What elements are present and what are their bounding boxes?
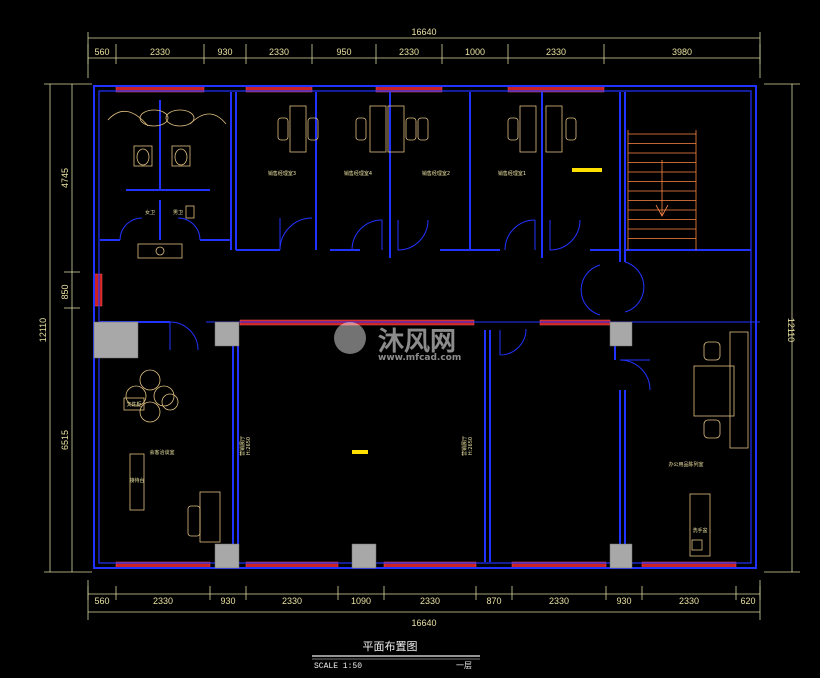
dimension-segment: 2330 [150,47,170,57]
dimension-segment: 930 [220,596,235,606]
cabinet-label: 文件柜 [126,401,141,408]
bottom-segment-dimensions: 560 2330 930 2330 1090 2330 870 2330 930 2330 620 [94,596,755,606]
dimension-segment: 1000 [465,47,485,57]
left-dimension-upper: 4745 [60,168,70,188]
hall-right-label: 营销展厅 [461,436,468,456]
dimension-segment: 2330 [546,47,566,57]
dimension-segment: 2330 [282,596,302,606]
dimension-segment: 2330 [549,596,569,606]
meeting-furniture [689,331,749,557]
hall-left-height: H:2650 [246,437,252,455]
sink-label: 洗手盆 [692,527,707,534]
dimension-lines [44,32,800,620]
left-total-dimension: 12110 [38,318,48,342]
toilet-male-label: 男卫 [173,210,183,216]
watermark-brand: 沐风网 [378,327,456,357]
top-dimension-ticks [87,44,761,64]
office-1-label: 销售经理室1 [498,170,526,177]
hall-right-height: H:2650 [468,437,474,455]
left-dimension-corridor: 850 [60,284,70,299]
bottom-total-dimension: 16640 [411,618,436,628]
title-block: 平面布置图 SCALE 1:50 一层 [312,640,480,671]
dimension-segment: 3980 [672,47,692,57]
dimension-segment: 560 [94,47,109,57]
structural-columns [93,321,633,569]
toilet-fixtures [107,109,227,259]
reception-table-label: 接待台 [129,477,144,484]
office-2-label: 销售经理室2 [422,170,450,177]
dimension-segment: 2330 [153,596,173,606]
dimension-segment: 620 [740,596,755,606]
dimension-segment: 2330 [399,47,419,57]
left-dimension-lower: 6515 [60,430,70,450]
dimension-segment: 870 [486,596,501,606]
dimension-segment: 930 [217,47,232,57]
lounge-furniture [123,369,221,543]
drawing-floor: 一层 [456,661,472,671]
dimension-segment: 950 [336,47,351,57]
watermark: 沐风网 www.mfcad.com [334,322,461,363]
toilet-female-label: 女卫 [145,209,155,216]
hall-left-label: 营销展厅 [239,436,246,456]
dimension-segment: 1090 [351,596,371,606]
office-furniture [277,105,577,153]
bottom-dimension-ticks [87,586,761,600]
reception-label: 会客洽谈室 [149,449,174,456]
drawing-scale: SCALE 1:50 [314,662,362,671]
office-4-label: 销售经理室4 [344,170,372,177]
drawing-title: 平面布置图 [363,640,418,653]
highlight-bar-upper [572,168,602,172]
highlight-bar-hall [352,450,368,454]
dimension-segment: 2330 [679,596,699,606]
meeting-room-label: 办公用品陈列室 [668,461,703,468]
dimension-segment: 2330 [420,596,440,606]
office-3-label: 销售经理室3 [268,170,296,177]
dimension-segment: 2330 [269,47,289,57]
dimension-segment: 930 [616,596,631,606]
door-swings [119,217,651,391]
dimension-segment: 560 [94,596,109,606]
top-total-dimension: 16640 [411,27,436,37]
watermark-url: www.mfcad.com [378,353,461,363]
watermark-logo-icon [334,322,366,354]
staircase [627,130,697,250]
right-total-dimension: 12110 [786,318,796,342]
top-segment-dimensions: 560 2330 930 2330 950 2330 1000 2330 3980 [94,47,692,57]
